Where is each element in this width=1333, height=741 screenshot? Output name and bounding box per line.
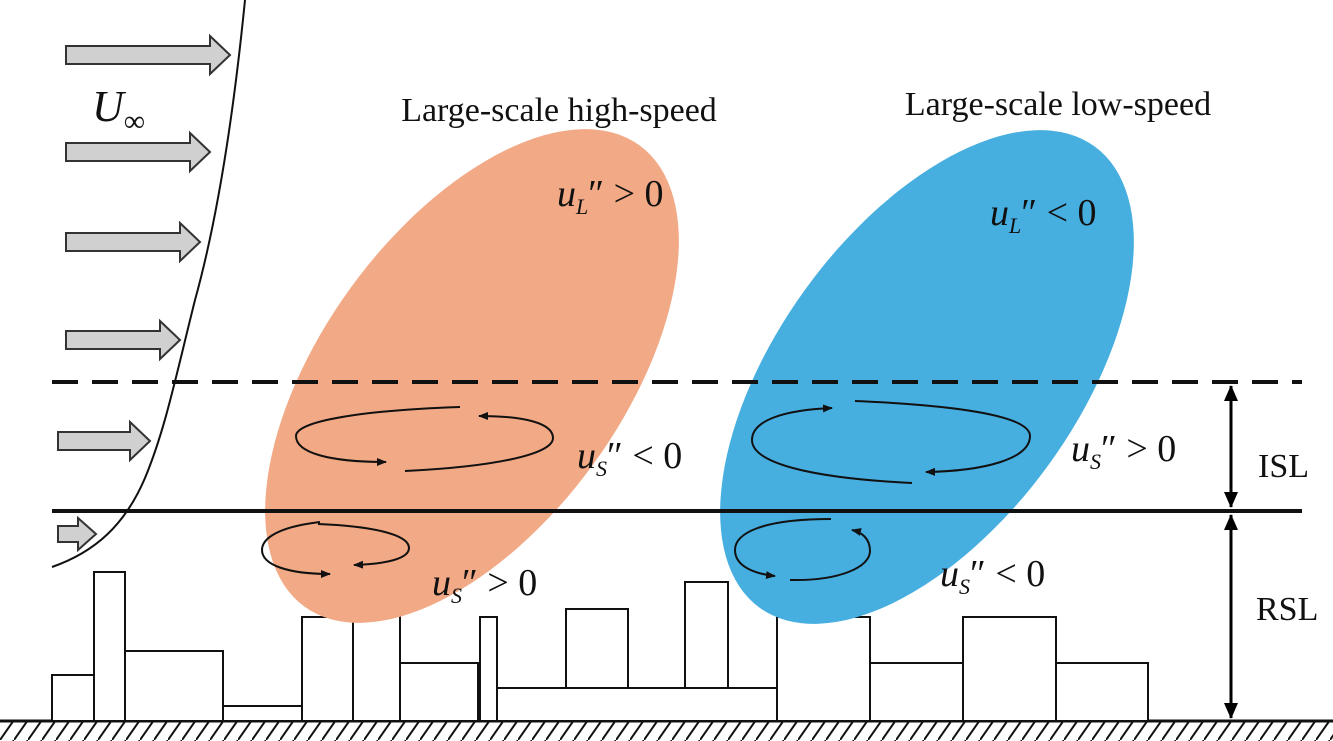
high-speed-isl-eddy bbox=[294, 406, 555, 472]
low-speed-structure bbox=[720, 130, 1134, 624]
flow-arrow bbox=[65, 318, 182, 362]
flow-arrow bbox=[57, 419, 152, 463]
ground-hatching bbox=[0, 722, 1333, 741]
isl-label: ISL bbox=[1258, 448, 1309, 485]
building bbox=[399, 662, 479, 722]
building bbox=[962, 616, 1057, 722]
building bbox=[1055, 662, 1149, 722]
building bbox=[51, 674, 95, 722]
high-speed-large-scale-label: uL″ > 0 bbox=[557, 173, 664, 219]
freestream-velocity-label: U∞ bbox=[92, 82, 145, 138]
building bbox=[776, 616, 871, 722]
building bbox=[684, 581, 729, 689]
high-speed-rsl-label: uS″ > 0 bbox=[432, 562, 537, 608]
building bbox=[222, 705, 303, 722]
low-speed-title: Large-scale low-speed bbox=[905, 86, 1211, 123]
building bbox=[479, 616, 498, 722]
free-stream-arrows bbox=[57, 33, 232, 553]
building bbox=[93, 571, 126, 722]
flow-arrow bbox=[65, 33, 232, 77]
flow-arrow bbox=[65, 130, 212, 174]
high-speed-title: Large-scale high-speed bbox=[401, 92, 717, 129]
low-speed-isl-eddy bbox=[750, 400, 1032, 484]
high-speed-rsl-eddy bbox=[260, 521, 411, 578]
low-speed-large-scale-label: uL″ < 0 bbox=[990, 192, 1097, 238]
low-speed-rsl-eddy bbox=[733, 518, 872, 582]
high-speed-structure bbox=[265, 129, 679, 623]
high-speed-isl-label: uS″ < 0 bbox=[577, 435, 682, 481]
low-speed-rsl-label: uS″ < 0 bbox=[940, 553, 1045, 599]
building bbox=[869, 662, 964, 722]
flow-arrow bbox=[65, 220, 202, 264]
flow-arrow bbox=[57, 515, 98, 553]
building bbox=[496, 687, 778, 722]
velocity-profile-curve bbox=[51, 0, 246, 568]
rsl-label: RSL bbox=[1256, 591, 1318, 628]
building bbox=[301, 616, 354, 722]
building bbox=[565, 608, 629, 689]
low-speed-isl-label: uS″ > 0 bbox=[1071, 428, 1176, 474]
building bbox=[124, 650, 224, 722]
urban-roughness bbox=[51, 571, 1149, 722]
